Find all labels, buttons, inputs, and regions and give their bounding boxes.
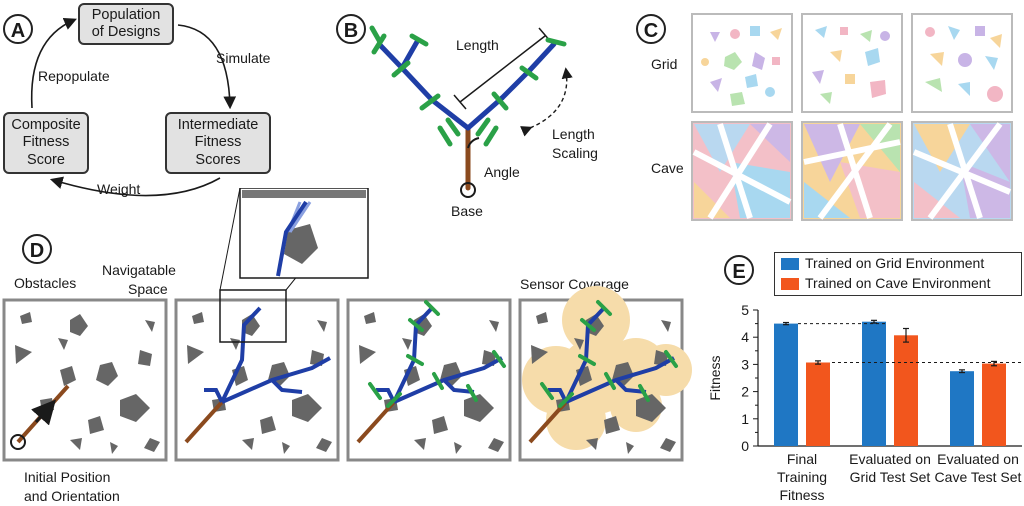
zoom-inset <box>219 188 369 343</box>
panel-e-letter: E <box>724 255 754 285</box>
y-tick-label: 4 <box>741 329 749 345</box>
y-tick-label: 1 <box>741 411 749 427</box>
x-tick-label: Cave Test Set <box>935 469 1022 485</box>
environment-examples <box>691 13 1013 221</box>
angle-arc <box>467 137 480 149</box>
legend-label-cave: Trained on Cave Environment <box>805 275 991 291</box>
panel-a-letter: A <box>3 14 33 44</box>
bar <box>950 371 974 446</box>
intermediate-fitness-scores-box: Intermediate Fitness Scores <box>165 112 271 174</box>
cave-env-2 <box>801 121 903 221</box>
x-tick-label: Final <box>787 451 817 467</box>
x-tick-label: Grid Test Set <box>850 469 931 485</box>
legend: Trained on Grid Environment Trained on C… <box>774 252 1022 296</box>
simulate-arrow <box>177 24 237 110</box>
navigable-label-1: Navigatable <box>102 262 176 278</box>
obstacles-label: Obstacles <box>14 275 77 291</box>
bar <box>982 363 1006 446</box>
legend-swatch-grid <box>781 258 799 270</box>
grid-scene-1 <box>2 298 168 462</box>
legend-swatch-cave <box>781 278 799 290</box>
weight-arrow <box>49 176 221 197</box>
bar <box>806 362 830 446</box>
legend-label-grid: Trained on Grid Environment <box>805 255 985 271</box>
y-tick-label: 5 <box>741 302 749 318</box>
panel-c-letter: C <box>636 14 666 44</box>
bar <box>774 323 798 446</box>
grid-scene-3 <box>346 298 512 462</box>
grid-scene-4 <box>518 286 692 462</box>
length-scaling-arrow <box>520 67 573 137</box>
composite-fitness-score-box: Composite Fitness Score <box>3 112 89 174</box>
cave-row-label: Cave <box>651 160 684 176</box>
length-dimension <box>459 35 546 103</box>
x-tick-label: Evaluated on <box>849 451 931 467</box>
grid-env-1 <box>691 13 793 113</box>
fitness-bar-chart: 012345FitnessFinalTrainingFitnessEvaluat… <box>707 302 1022 503</box>
initial-position-label-1: Initial Position <box>24 469 111 485</box>
simulate-label: Simulate <box>216 50 271 66</box>
y-tick-label: 3 <box>741 356 749 372</box>
initial-position-marker <box>10 434 26 450</box>
panel-b-letter: B <box>336 14 366 44</box>
cycle-arrows <box>30 17 237 197</box>
cave-env-1 <box>691 121 793 221</box>
length-label: Length <box>456 37 499 53</box>
y-tick-label: 2 <box>741 384 749 400</box>
y-axis-label: Fitness <box>707 355 723 400</box>
base-label: Base <box>451 203 483 219</box>
navigation-sequence <box>2 286 692 462</box>
repopulate-label: Repopulate <box>38 68 110 84</box>
grid-env-2 <box>801 13 903 113</box>
cave-env-3 <box>911 121 1013 221</box>
bar <box>862 321 886 446</box>
bar <box>894 335 918 446</box>
length-scaling-label-2: Scaling <box>552 145 598 161</box>
robot-tree-diagram <box>369 25 573 198</box>
repopulate-arrow <box>30 17 77 109</box>
angle-label: Angle <box>484 164 520 180</box>
x-tick-label: Evaluated on <box>937 451 1019 467</box>
length-scaling-label-1: Length <box>552 126 595 142</box>
base-marker <box>460 182 476 198</box>
initial-position-label-2: and Orientation <box>24 488 120 504</box>
grid-env-3 <box>911 13 1013 113</box>
navigable-label-2: Space <box>128 281 168 297</box>
grid-scene-2 <box>174 298 340 462</box>
x-tick-label: Fitness <box>779 487 824 503</box>
y-tick-label: 0 <box>741 438 749 454</box>
grid-row-label: Grid <box>651 56 678 72</box>
panel-d-letter: D <box>22 234 52 264</box>
x-tick-label: Training <box>777 469 827 485</box>
population-of-designs-box: Population of Designs <box>78 3 174 45</box>
